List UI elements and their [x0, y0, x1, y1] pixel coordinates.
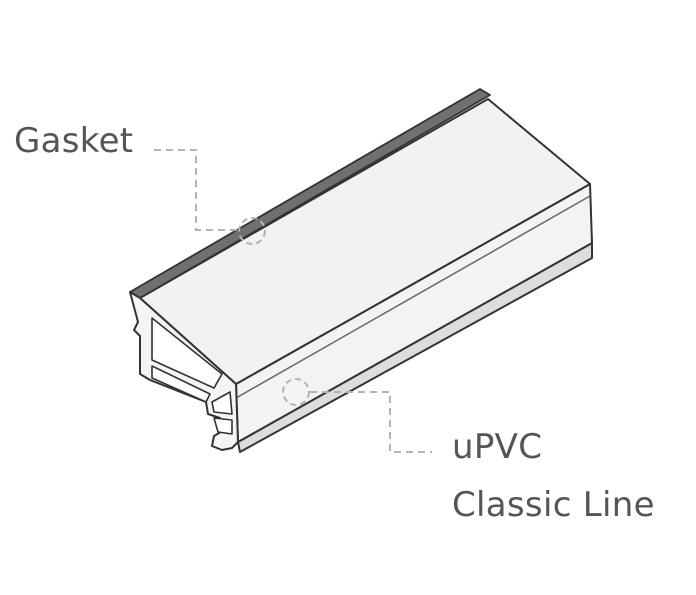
gasket-leader-line: [154, 149, 238, 231]
gasket-label: Gasket: [14, 121, 134, 161]
profile-chamber-small: [213, 417, 233, 435]
product-line-label: Classic Line: [452, 485, 655, 525]
material-label: uPVC: [452, 427, 543, 467]
profile-chamber-lower: [211, 391, 233, 415]
gasket-marker-circle: [238, 217, 266, 245]
upvc-marker-circle: [282, 378, 310, 406]
profile-ridge-line: [235, 195, 591, 399]
upvc-leader-line: [310, 391, 432, 453]
profile-chamber-upper: [151, 317, 223, 389]
profile-chamber-mid: [151, 365, 211, 403]
